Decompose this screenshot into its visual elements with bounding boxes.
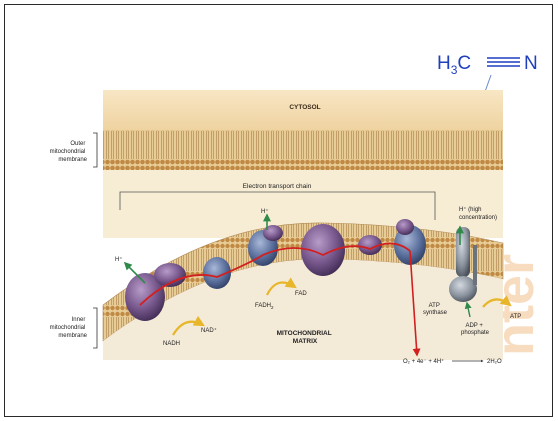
outer-membrane [103, 130, 503, 170]
h-plus-left-label: H⁺ [115, 256, 123, 263]
triple-bond-icon [487, 58, 520, 66]
fadh2-label: FADH2 [255, 303, 274, 310]
inner-membrane-bracket [93, 308, 97, 348]
nadh-label: NADH [163, 341, 180, 347]
outer-membrane-label: Outer mitochondrial membrane [50, 141, 88, 163]
illustration: CYTOSOL Electron transport chain [103, 90, 521, 365]
outer-membrane-bracket [93, 133, 97, 167]
inner-membrane-label: Inner mitochondrial membrane [50, 317, 88, 339]
acetonitrile-formula: H3C N [437, 53, 538, 77]
cytosol-label: CYTOSOL [289, 104, 320, 111]
reaction-right-label: 2H₂O [487, 359, 502, 365]
formula-n: N [524, 53, 538, 74]
complex-ii-arm [263, 225, 283, 241]
formula-c: C [457, 53, 471, 74]
h-plus-mid-label: H⁺ [261, 208, 269, 215]
diagram-frame: nter H3C N CYTOSOL Electron transport ch… [4, 4, 553, 417]
etc-label: Electron transport chain [243, 183, 312, 190]
etc-diagram: nter H3C N CYTOSOL Electron transport ch… [5, 5, 553, 417]
formula-h: H [437, 53, 451, 74]
nad-label: NAD⁺ [201, 327, 217, 334]
fad-label: FAD [295, 291, 307, 297]
reaction-left-label: O₂ + 4e⁻ + 4H⁺ [403, 358, 444, 365]
complex-iv-top [396, 219, 414, 235]
atp-label: ATP [510, 314, 521, 320]
svg-text:H3C: H3C [437, 53, 471, 77]
